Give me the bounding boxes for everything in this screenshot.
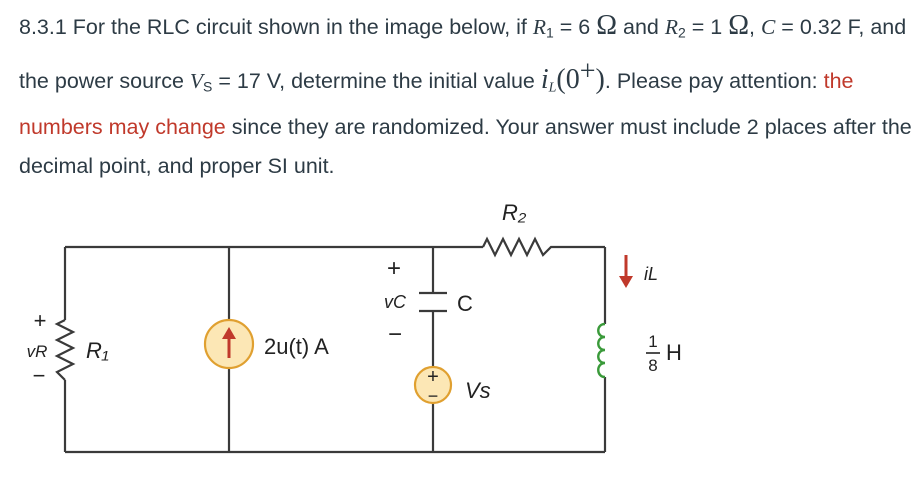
il-label: iL [644, 264, 658, 284]
voltage-source [413, 365, 453, 405]
problem-text: 8.3.1 For the RLC circuit shown in the i… [19, 6, 914, 186]
r2-resistor [482, 236, 580, 258]
r2-subscript: 2 [678, 24, 686, 41]
r1-resistor [54, 319, 76, 381]
isrc-label: 2u(t) A [264, 334, 329, 359]
r1-label: R₁ [86, 338, 109, 363]
inductance-numerator: 1 [648, 332, 657, 351]
inductance-unit: H [666, 340, 682, 365]
down-arrow-icon [619, 276, 633, 288]
problem-part: , [749, 15, 761, 39]
vc-plus: + [387, 255, 401, 282]
r1-subscript: 1 [546, 24, 554, 41]
vs-label: Vs [465, 378, 491, 403]
vr-plus: + [34, 308, 47, 333]
problem-part: = 17 V, determine the initial value [212, 69, 541, 94]
c-symbol: C [760, 15, 776, 39]
vr-minus: − [33, 363, 46, 388]
capacitor [419, 291, 447, 313]
c-label: C [457, 291, 473, 316]
problem-part: since they are randomized. Your answer m… [19, 115, 912, 179]
problem-part: = 1 [685, 15, 729, 39]
r2-symbol: R [664, 15, 678, 39]
vs-plus: + [427, 366, 439, 388]
r1-symbol: R [532, 15, 546, 39]
ohm-symbol: Ω [596, 10, 618, 41]
il-subscript: L [548, 81, 557, 97]
vc-minus: − [388, 321, 402, 348]
problem-part: = 0.32 F, and the power source [19, 15, 907, 94]
il-symbol: i [540, 64, 549, 96]
r2-label: R₂ [502, 200, 527, 225]
vr-label: vR [27, 342, 48, 361]
circuit-diagram: R₂ R₁ + vR − 2u(t) A C + vC − + − Vs iL … [27, 200, 682, 454]
ohm-symbol: Ω [728, 10, 750, 41]
il-paren: ) [595, 64, 605, 96]
il-paren: (0 [556, 64, 580, 96]
problem-part: . Please pay attention: [604, 69, 824, 94]
il-superscript: + [579, 56, 596, 88]
highlight-text: the numbers may change [19, 69, 854, 140]
vs-subscript: S [203, 79, 213, 96]
problem-part: and [617, 15, 665, 39]
inductor-coil [597, 322, 606, 379]
vs-symbol: V [189, 69, 204, 94]
vs-minus: − [428, 386, 439, 406]
vc-label: vC [384, 292, 407, 312]
wires [63, 245, 607, 454]
problem-part: = 6 [553, 15, 597, 39]
problem-part: 8.3.1 For the RLC circuit shown in the i… [19, 15, 533, 39]
inductance-denominator: 8 [648, 356, 657, 375]
up-arrow-icon [222, 327, 236, 339]
